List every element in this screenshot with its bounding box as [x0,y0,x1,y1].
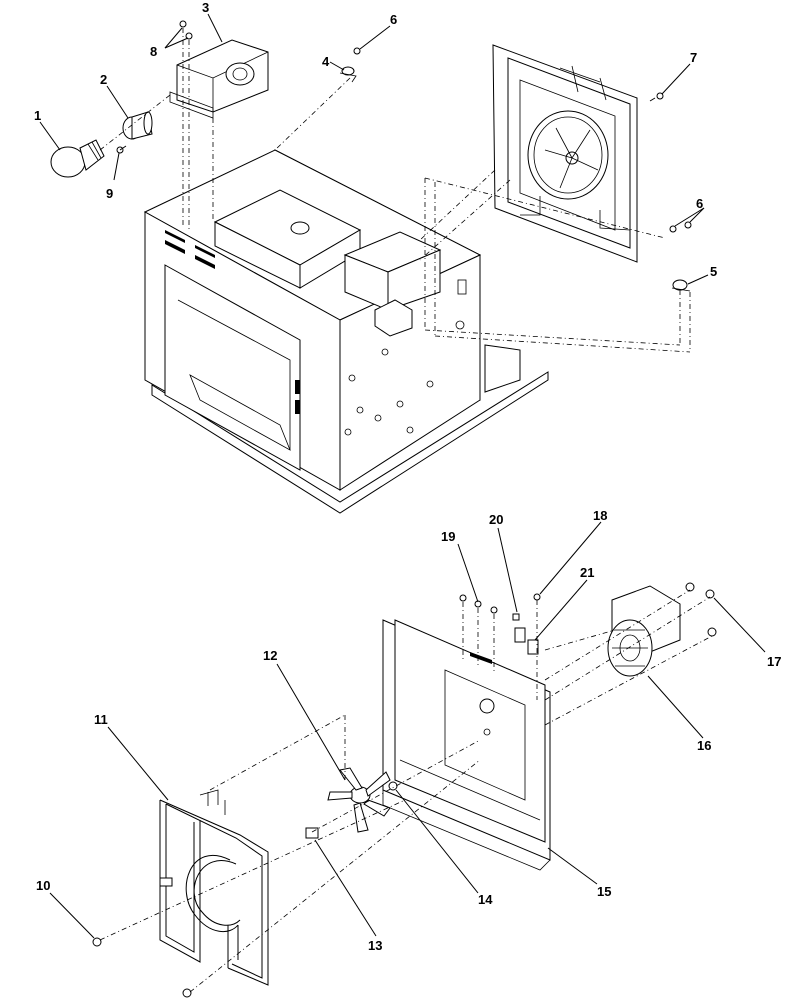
rear-panel-frame-part [382,619,551,871]
callout-13: 13 [368,938,382,953]
callout-10: 10 [36,878,50,893]
callout-21: 21 [580,565,594,580]
lower-assembly-lines [99,589,713,993]
screw-6-right-parts [669,221,692,233]
lamp-bulb-part [50,139,105,178]
callout-14: 14 [478,892,493,907]
oven-cavity-frame [143,149,549,514]
callout-5: 5 [710,264,717,279]
callout-3: 3 [202,0,209,15]
hub-13-part [305,827,319,839]
callout-8: 8 [150,44,157,59]
screw-19-parts [459,594,498,614]
callout-11: 11 [94,712,108,727]
callout-20: 20 [489,512,503,527]
callout-19: 19 [441,529,455,544]
callout-15: 15 [597,884,611,899]
thermostat-4-part [339,66,357,83]
callout-4: 4 [322,54,330,69]
callout-2: 2 [100,72,107,87]
callout-12: 12 [263,648,277,663]
screw-9-part [116,145,127,154]
thermostat-5-part [671,279,691,292]
fitting-21-part [527,639,539,655]
screw-10-part [92,937,192,998]
screw-7-part [649,92,664,102]
callout-16: 16 [697,738,711,753]
callout-18: 18 [593,508,607,523]
lamp-housing-part [169,39,269,119]
callout-1: 1 [34,108,41,123]
convection-heater-panel-part [492,44,638,263]
callout-7: 7 [690,50,697,65]
screw-17-parts [685,582,717,637]
motor-part [607,585,681,677]
callout-labels: 1 2 3 4 5 6 6 7 8 9 10 11 12 13 14 15 16… [34,0,781,953]
callout-17: 17 [767,654,781,669]
bake-heater-element-part [159,789,269,986]
callout-9: 9 [106,186,113,201]
upper-assembly-lines [99,28,691,353]
callout-6-top: 6 [390,12,397,27]
screw-8-parts [179,20,193,40]
screw-6-top-part [353,47,361,55]
nut-14-part [388,781,398,791]
leader-lines [39,13,766,939]
screw-18-part [533,593,541,601]
fitting-20-part [512,613,526,643]
fan-blade-part [327,767,391,833]
lamp-socket-part [122,111,153,140]
callout-6-right: 6 [696,196,703,211]
